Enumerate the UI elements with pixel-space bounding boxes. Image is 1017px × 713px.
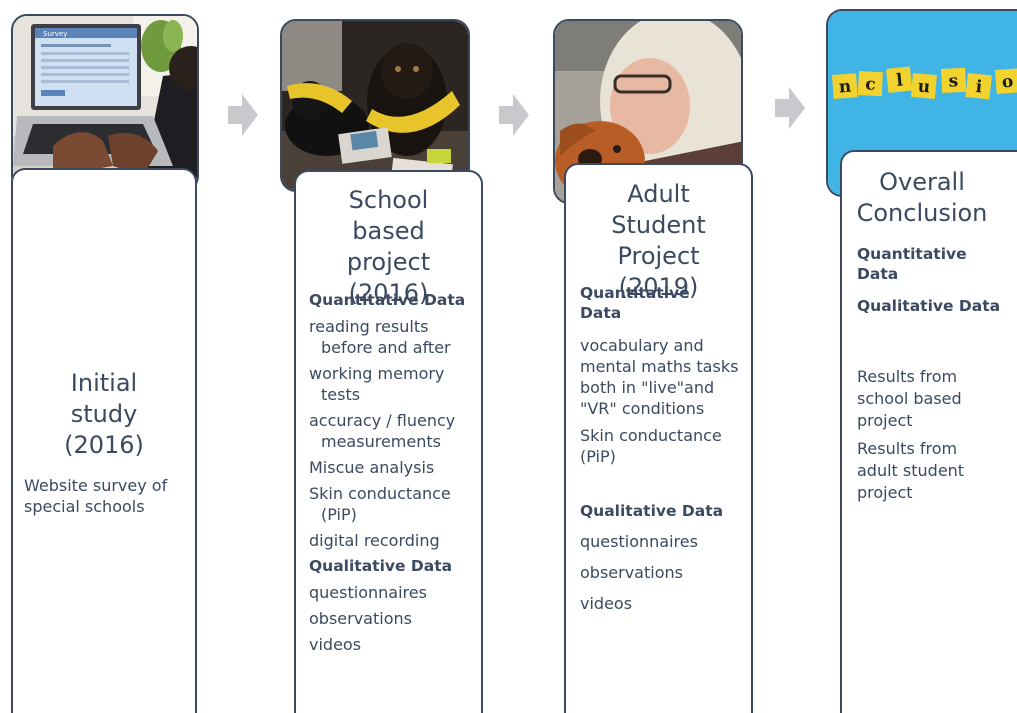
adult-quant-item: Skin conductance (PiP) xyxy=(580,426,722,466)
dogs-illustration xyxy=(282,21,468,190)
tile-letter: o xyxy=(1001,72,1014,93)
tile-letter: i xyxy=(975,77,984,98)
school-quant-item: digital recording xyxy=(309,531,440,550)
tile-letter: u xyxy=(917,77,931,98)
school-quant-item: accuracy / fluency measurements xyxy=(309,411,456,451)
school-project-card: School based project (2016) Quantitative… xyxy=(294,170,483,713)
adult-project-card: Adult Student Project (2019) Quantitativ… xyxy=(564,163,753,713)
laptop-survey-photo: Survey xyxy=(11,14,199,192)
school-qual-item: observations xyxy=(309,609,412,628)
adult-qual-item: questionnaires xyxy=(580,532,698,551)
adult-qual-item: videos xyxy=(580,594,633,613)
tile-letter: c xyxy=(865,74,876,95)
school-quant-item: Skin conductance (PiP) xyxy=(309,484,451,524)
right-arrow-icon xyxy=(775,87,805,129)
right-arrow-icon xyxy=(228,94,258,136)
school-qual-item: videos xyxy=(309,635,362,654)
tile-letter: n xyxy=(838,77,852,98)
school-quant-item: Miscue analysis xyxy=(309,458,435,477)
conclusion-title: Overall Conclusion xyxy=(856,168,988,227)
adult-qualitative-heading: Qualitative Data xyxy=(580,502,724,520)
laptop-illustration: Survey xyxy=(13,16,197,190)
conclusion-qualitative-heading: Qualitative Data xyxy=(857,297,1001,315)
initial-study-card: Initial study (2016) Website survey of s… xyxy=(11,168,197,713)
conclusion-result-item: Results from adult student project xyxy=(857,439,965,502)
school-qual-item: questionnaires xyxy=(309,583,427,602)
overall-conclusion-card: Overall Conclusion Quantitative Data Qua… xyxy=(840,150,1017,713)
conclusion-result-item: Results from school based project xyxy=(857,367,962,430)
school-quantitative-heading: Quantitative Data xyxy=(309,291,466,309)
conclusion-quantitative-heading: Quantitative Data xyxy=(857,245,967,283)
school-project-title: School based project (2016) xyxy=(346,186,431,307)
reading-dogs-photo xyxy=(280,19,470,192)
adult-project-title: Adult Student Project (2019) xyxy=(611,180,706,301)
school-quant-item: working memory tests xyxy=(309,364,445,404)
school-quant-item: reading results before and after xyxy=(309,317,451,357)
initial-study-title: Initial study (2016) xyxy=(64,369,144,459)
tile-letter: l xyxy=(895,70,904,91)
adult-qual-item: observations xyxy=(580,563,683,582)
adult-quant-item: vocabulary and mental maths tasks both i… xyxy=(580,336,739,418)
right-arrow-icon xyxy=(499,94,529,136)
school-qualitative-heading: Qualitative Data xyxy=(309,557,453,575)
adult-quantitative-heading: Quantitative Data xyxy=(580,284,690,322)
tile-letter: s xyxy=(948,71,959,91)
laptop-screen-title: Survey xyxy=(43,30,67,38)
initial-study-description: Website survey of special schools xyxy=(24,476,168,516)
